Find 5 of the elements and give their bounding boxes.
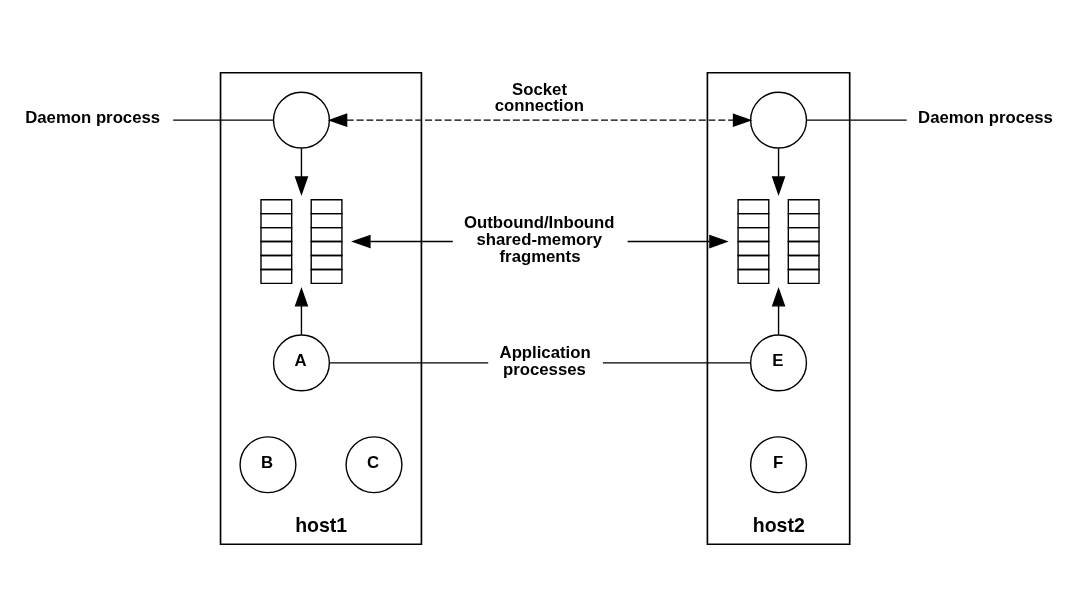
node-text: Daemon process xyxy=(25,107,161,127)
node-text: Daemon process xyxy=(918,107,1053,127)
edge-label: Socket connection xyxy=(494,79,584,115)
node-text: Application processes xyxy=(499,342,591,379)
node-text: Outbound/Inbound shared-memory fragments xyxy=(463,212,615,266)
